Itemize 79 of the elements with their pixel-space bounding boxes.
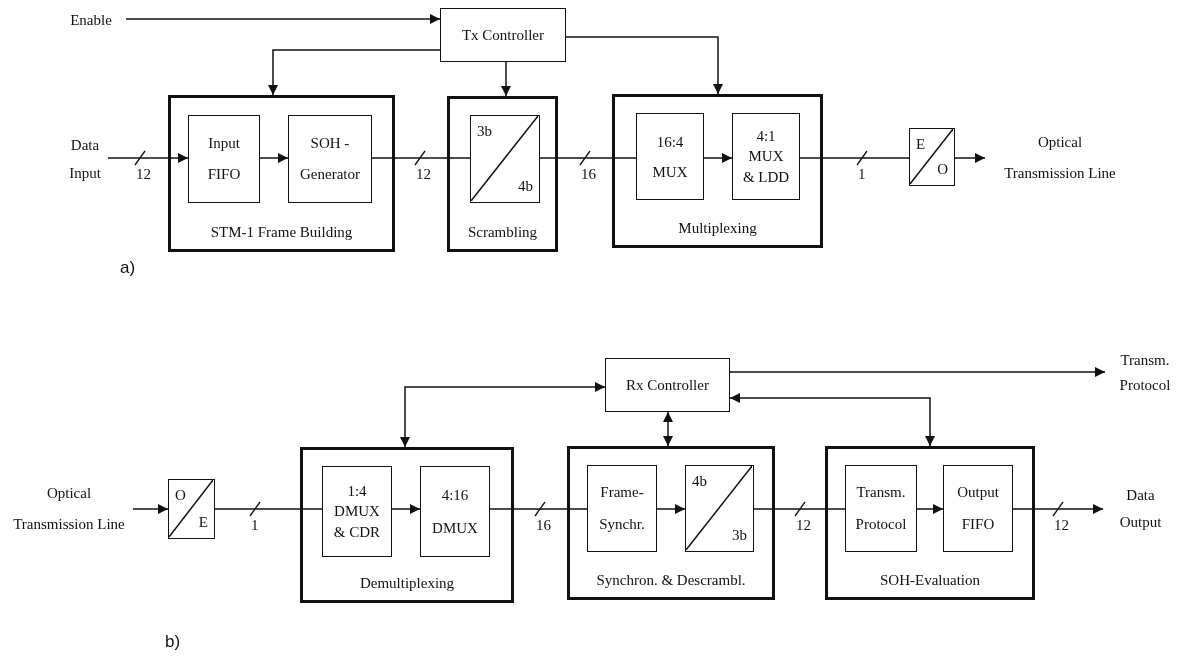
function-block <box>567 446 775 600</box>
function-block <box>300 447 514 603</box>
process-box <box>322 466 392 557</box>
connector-arrow <box>565 36 723 95</box>
connector-arrow <box>400 382 606 448</box>
block-title: Scrambling <box>466 224 539 241</box>
connector-arrow <box>259 153 289 163</box>
bus-width-label: 12 <box>416 167 431 182</box>
block-title: Multiplexing <box>677 220 758 237</box>
process-box <box>943 465 1013 552</box>
box-label: 1:4 DMUX & CDR <box>332 482 382 542</box>
converter-label: 4b <box>518 179 533 194</box>
bus-width-label: 12 <box>1054 518 1069 533</box>
function-block <box>825 446 1035 600</box>
converter-box <box>168 479 215 539</box>
converter-box <box>909 128 955 186</box>
converter-label: 3b <box>732 528 747 543</box>
box-label: SOH - Generator <box>299 133 361 184</box>
connector-arrow <box>107 153 189 163</box>
connector-arrow <box>703 153 733 163</box>
process-box <box>188 115 260 203</box>
box-label: Frame- Synchr. <box>598 483 646 534</box>
converter-box <box>685 465 754 552</box>
signal-name: Data Input <box>68 135 102 183</box>
bus-width-label: 16 <box>536 518 551 533</box>
process-box <box>420 466 490 557</box>
process-box <box>288 115 372 203</box>
connector-arrow <box>268 49 441 96</box>
bus-width-label: 12 <box>136 167 151 182</box>
converter-label: 3b <box>477 124 492 139</box>
box-label: 16:4 MUX <box>651 132 689 182</box>
process-box <box>587 465 657 552</box>
block-title: STM-1 Frame Building <box>209 224 354 241</box>
converter-label: 4b <box>692 474 707 489</box>
connector-arrow <box>391 504 421 514</box>
block-title: Synchron. & Descrambl. <box>595 572 747 589</box>
connector-arrow <box>729 367 1106 377</box>
signal-name: Optical Transmission Line <box>12 483 126 534</box>
bus-width-label: 12 <box>796 518 811 533</box>
box-label: Output FIFO <box>956 483 1000 534</box>
converter-box <box>470 115 540 203</box>
signal-name: Transm. Protocol <box>1118 350 1172 395</box>
process-box <box>845 465 917 552</box>
block-title: SOH-Evaluation <box>879 572 981 589</box>
connector-arrow <box>501 61 511 97</box>
bus-width-label: 1 <box>858 167 866 182</box>
box-label: Input FIFO <box>206 133 242 184</box>
converter-label: E <box>198 515 208 530</box>
converter-label: O <box>937 162 948 177</box>
converter-label: O <box>175 488 186 503</box>
bus-width-label: 1 <box>251 518 259 533</box>
box-label: Rx Controller <box>626 376 709 394</box>
controller-box <box>440 8 566 62</box>
connector-arrow <box>125 14 441 24</box>
function-block <box>168 95 395 252</box>
box-label: 4:16 DMUX <box>431 485 479 538</box>
signal-name: Optical Transmission Line <box>1003 132 1117 183</box>
function-block <box>447 96 558 252</box>
connector-arrow <box>916 504 944 514</box>
connector-arrow <box>729 393 935 447</box>
controller-box <box>605 358 730 412</box>
connector-arrow <box>1012 504 1104 514</box>
connector-arrow <box>656 504 686 514</box>
process-box <box>732 113 800 200</box>
box-label: 4:1 MUX & LDD <box>742 127 790 187</box>
subfigure-label: a) <box>120 258 136 278</box>
connector-arrow <box>954 153 986 163</box>
function-block <box>612 94 823 248</box>
process-box <box>636 113 704 200</box>
subfigure-label: b) <box>165 632 181 652</box>
box-label: Tx Controller <box>461 26 545 44</box>
connector-arrow <box>132 504 169 514</box>
connector-arrow <box>663 411 673 447</box>
bus-width-label: 16 <box>581 167 596 182</box>
signal-name: Enable <box>70 11 112 29</box>
box-label: Transm. Protocol <box>854 483 908 534</box>
block-title: Demultiplexing <box>358 575 456 592</box>
converter-label: E <box>916 137 926 152</box>
signal-name: Data Output <box>1118 486 1163 532</box>
